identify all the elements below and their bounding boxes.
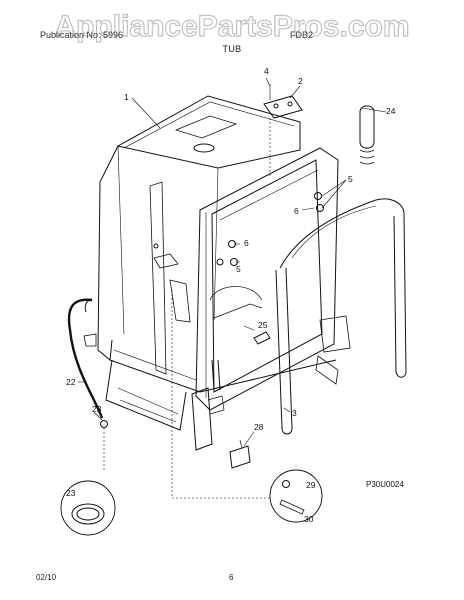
callout-28: 28 — [254, 422, 264, 432]
watermark-logo: AppliancePartsPros.com — [54, 9, 410, 43]
callout-22: 22 — [66, 377, 76, 387]
section-title: TUB — [222, 44, 242, 54]
detail-29-30-parts — [279, 480, 305, 515]
spring-part — [359, 105, 375, 165]
callout-6-upper: 6 — [294, 206, 299, 216]
callout-4: 4 — [264, 66, 269, 76]
callout-3: 3 — [292, 408, 297, 418]
callout-leaders — [78, 77, 387, 447]
detail-circle-29-30 — [269, 469, 323, 523]
detail-circle-23 — [60, 480, 116, 536]
callout-5-upper: 5 — [348, 174, 353, 184]
tub-gasket-part — [275, 198, 407, 435]
top-bracket-part — [263, 84, 303, 176]
callout-23: 23 — [92, 404, 102, 414]
watermark-text: AppliancePartsPros.com — [54, 10, 409, 43]
hose-part — [67, 298, 104, 419]
publication-number: Publication No: 5996 — [40, 30, 124, 40]
callout-25: 25 — [258, 320, 268, 330]
callout-1: 1 — [124, 92, 129, 102]
model-number: FDB2 — [290, 30, 314, 40]
callout-24: 24 — [386, 106, 396, 116]
diagram-part-number: P30U0024 — [366, 480, 404, 489]
callout-6-middle: 6 — [244, 238, 249, 248]
latch-part — [229, 439, 251, 469]
tub-part — [97, 95, 351, 451]
fasteners-upper-right — [301, 192, 324, 212]
callout-29: 29 — [306, 480, 316, 490]
clamp-part — [100, 420, 108, 428]
footer-date: 02/10 — [36, 573, 57, 582]
footer-page-number: 6 — [229, 573, 234, 582]
clamp-detail — [71, 503, 105, 525]
callout-5-middle: 5 — [236, 264, 241, 274]
leader-lines — [103, 290, 270, 499]
drain-part — [253, 331, 271, 345]
callout-30: 30 — [304, 514, 314, 524]
callout-2: 2 — [298, 76, 303, 86]
tub-front-frame — [195, 147, 339, 411]
callout-23-detail: 23 — [66, 488, 76, 498]
